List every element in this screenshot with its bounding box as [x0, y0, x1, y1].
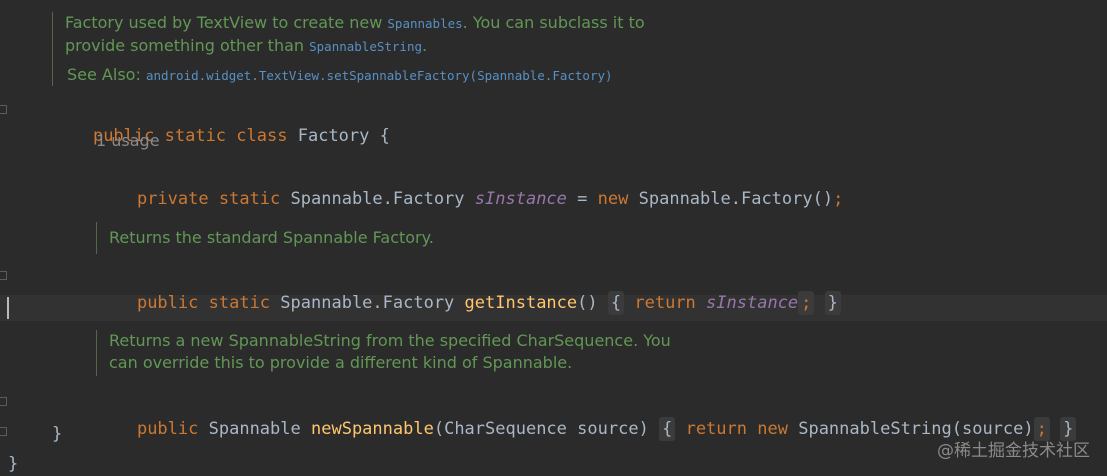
class-name[interactable]: Factory: [297, 126, 370, 146]
watermark: @稀土掘金技术社区: [937, 441, 1090, 461]
class-closing-brace: }: [52, 424, 63, 444]
class-doc-comment: Factory used by TextView to create new S…: [52, 12, 705, 86]
see-also-label: See Also:: [67, 65, 141, 84]
new-spannable-method-name[interactable]: newSpannable: [311, 419, 434, 439]
class-declaration-line[interactable]: public static class Factory {: [92, 126, 390, 146]
folded-brace-open[interactable]: {: [607, 291, 625, 315]
folded-brace-close[interactable]: }: [1060, 417, 1077, 441]
class-doc-line-1: Factory used by TextView to create new S…: [65, 13, 645, 32]
see-also-link[interactable]: android.widget.TextView.setSpannableFact…: [145, 68, 613, 83]
spannablestring-link[interactable]: SpannableString: [309, 39, 423, 54]
fold-marker-icon[interactable]: [0, 271, 7, 280]
get-instance-method-line[interactable]: public static Spannable.Factory getInsta…: [96, 264, 841, 342]
editor-gutter: [0, 0, 18, 476]
outer-closing-brace: }: [8, 454, 19, 474]
fold-marker-icon[interactable]: [0, 397, 7, 406]
folded-brace-close[interactable]: }: [824, 291, 841, 315]
spannables-link[interactable]: Spannables: [387, 16, 463, 31]
folded-brace-open[interactable]: {: [659, 417, 676, 441]
see-also-line: See Also: android.widget.TextView.setSpa…: [65, 64, 705, 87]
sinstance-field[interactable]: sInstance: [474, 189, 567, 209]
usage-hint[interactable]: 1 usage: [96, 131, 160, 150]
new-spannable-doc-comment: Returns a new SpannableString from the s…: [96, 330, 709, 376]
fold-marker-icon[interactable]: [0, 427, 7, 436]
class-doc-line-2: provide something other than SpannableSt…: [65, 36, 428, 55]
current-line-highlight: [0, 295, 1107, 321]
fold-marker-icon[interactable]: [0, 105, 7, 114]
field-declaration-line[interactable]: private static Spannable.Factory sInstan…: [136, 189, 844, 209]
get-instance-doc-comment: Returns the standard Spannable Factory.: [96, 222, 709, 254]
text-caret: [7, 297, 9, 319]
new-spannable-method-line[interactable]: public Spannable newSpannable(CharSequen…: [96, 390, 1077, 468]
get-instance-method-name[interactable]: getInstance: [464, 293, 578, 313]
